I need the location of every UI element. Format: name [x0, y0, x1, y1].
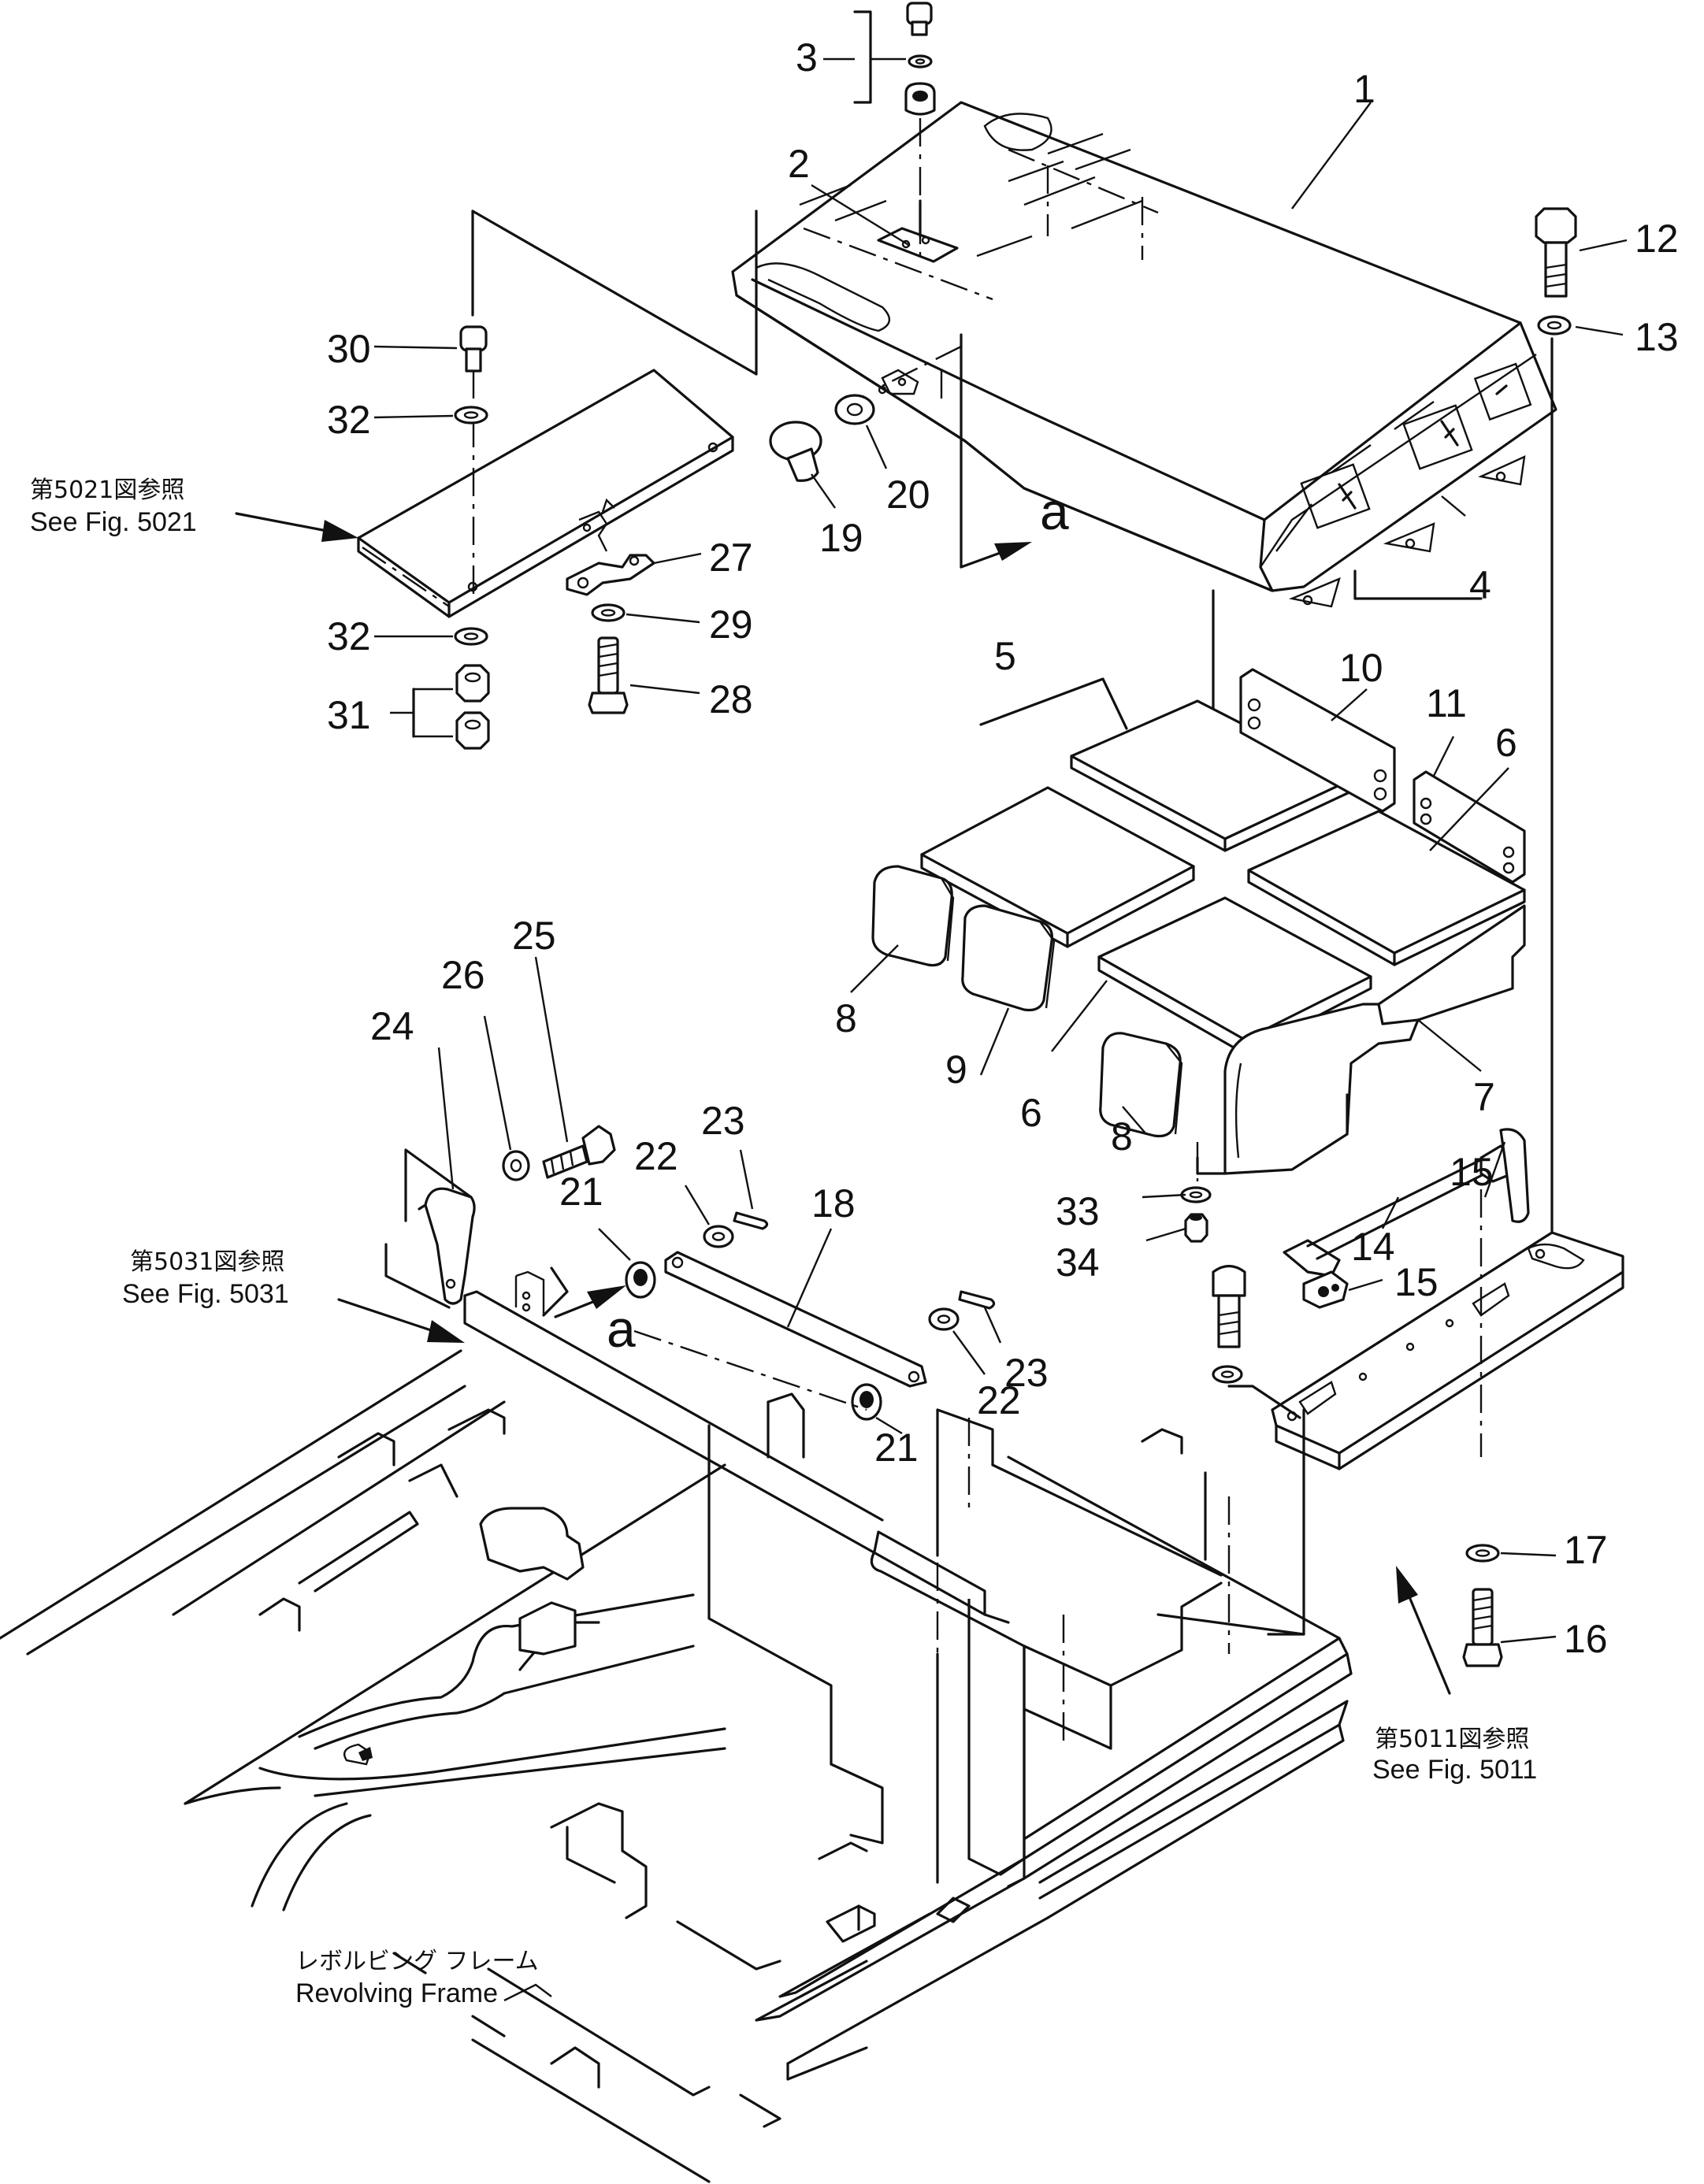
- pin-part-19: [769, 421, 822, 482]
- callout-7: 7: [1473, 1075, 1495, 1119]
- bracket-part-27: [566, 498, 655, 596]
- view-letter-a-bottom: a: [607, 1300, 636, 1358]
- callout-25: 25: [512, 914, 556, 958]
- callout-26: 26: [441, 953, 485, 997]
- ref-5011-en: See Fig. 5011: [1372, 1755, 1537, 1785]
- callout-3: 3: [796, 35, 818, 80]
- nut-part-31: [455, 664, 490, 750]
- pad-part-9: [961, 904, 1056, 1012]
- rod-part-18: [664, 1251, 927, 1388]
- washer-part-33: [1180, 1186, 1212, 1203]
- pin-part-23-top: [733, 1211, 769, 1230]
- callout-21b: 21: [874, 1426, 919, 1470]
- bushing-part-21-top: [625, 1261, 656, 1299]
- ref-5031-jp: 第5031図参照: [130, 1248, 284, 1276]
- washer-part-26: [502, 1150, 530, 1181]
- callout-32b: 32: [327, 614, 371, 658]
- cover-plate-left: [357, 210, 758, 618]
- callout-10: 10: [1339, 646, 1383, 690]
- callout-6b: 6: [1020, 1091, 1042, 1135]
- pad-part-8-left: [871, 865, 955, 967]
- pad-part-8-right: [1099, 1032, 1183, 1138]
- reference-arrows: [235, 512, 1451, 1695]
- callout-30: 30: [327, 327, 371, 371]
- callout-1: 1: [1353, 67, 1375, 111]
- callout-11: 11: [1426, 681, 1467, 725]
- washer-part-22-bottom: [928, 1307, 960, 1331]
- callout-18: 18: [811, 1181, 856, 1225]
- callout-22b: 22: [977, 1378, 1021, 1422]
- callout-29: 29: [709, 603, 753, 647]
- washer-part-22-top: [703, 1225, 734, 1248]
- callout-4: 4: [1469, 563, 1491, 607]
- latch-part-15-bottom: [1302, 1270, 1349, 1309]
- callout-6a: 6: [1495, 721, 1517, 765]
- pad-part-10: [1239, 668, 1396, 813]
- callout-22a: 22: [634, 1134, 678, 1178]
- callout-31: 31: [327, 693, 371, 737]
- ref-5011-jp: 第5011図参照: [1375, 1726, 1529, 1753]
- callout-13: 13: [1635, 315, 1679, 359]
- callout-33: 33: [1056, 1189, 1100, 1233]
- callout-8b: 8: [1111, 1114, 1133, 1159]
- washer-part-13: [1537, 315, 1572, 1246]
- insulation-pads: [920, 699, 1526, 1055]
- callout-8a: 8: [835, 996, 857, 1040]
- callout-14: 14: [1351, 1225, 1395, 1269]
- bolt-part-25: [542, 1125, 616, 1179]
- side-plate-right: [1271, 1231, 1624, 1470]
- latch-part-15-top: [1499, 1128, 1530, 1223]
- frame-label-en: Revolving Frame: [295, 1978, 498, 2008]
- bolt-part-28: [588, 636, 629, 714]
- bolt-near-plate: [1212, 1264, 1301, 1419]
- nut-part-34: [1184, 1213, 1208, 1243]
- washer-part-20: [834, 333, 963, 569]
- callout-32a: 32: [327, 398, 371, 442]
- revolving-frame: [0, 1266, 1353, 2183]
- bolt-part-12: [1535, 207, 1577, 298]
- bushing-part-21-bottom: [851, 1383, 882, 1421]
- leader-lines: [373, 10, 1628, 1644]
- callout-12: 12: [1635, 217, 1679, 261]
- callout-28: 28: [709, 677, 753, 721]
- bracket-part-4: [1353, 569, 1483, 600]
- pad-part-7: [1223, 904, 1526, 1175]
- view-arrow-a-bottom: [554, 1285, 626, 1318]
- top-cover-part-1: [731, 101, 1557, 608]
- bolt-part-16: [1462, 1588, 1503, 1667]
- callout-24: 24: [370, 1004, 414, 1048]
- callout-16: 16: [1564, 1617, 1608, 1661]
- reference-labels: 第5021図参照 See Fig. 5021 第5031図参照 See Fig.…: [30, 476, 1537, 2008]
- ref-5031-en: See Fig. 5031: [122, 1279, 289, 1309]
- washer-part-17: [1465, 1544, 1500, 1563]
- callout-23a: 23: [701, 1099, 745, 1143]
- view-letter-a-top: a: [1040, 482, 1069, 540]
- bolt-washer-part-3: [904, 2, 936, 260]
- callout-5: 5: [994, 634, 1016, 678]
- callout-21a: 21: [559, 1170, 603, 1214]
- frame-label-jp: レボルビング フレーム: [295, 1948, 539, 1975]
- callout-27: 27: [709, 536, 753, 580]
- callout-2: 2: [788, 142, 810, 186]
- pad-part-11: [1413, 770, 1526, 884]
- callout-23b: 23: [1004, 1351, 1049, 1395]
- callout-19: 19: [819, 516, 863, 560]
- plate-part-2: [877, 227, 959, 263]
- pin-part-23-bottom: [958, 1290, 996, 1310]
- washer-part-29: [591, 603, 626, 622]
- washer-part-32: [454, 406, 488, 646]
- bracket-part-24: [418, 1187, 476, 1305]
- callout-17: 17: [1564, 1528, 1608, 1572]
- callout-34: 34: [1056, 1240, 1100, 1285]
- callout-9: 9: [945, 1048, 967, 1092]
- callout-15b: 15: [1394, 1260, 1439, 1304]
- callout-20: 20: [886, 473, 930, 517]
- view-arrow-a-top: [960, 542, 1032, 569]
- ref-5021-en: See Fig. 5021: [30, 507, 197, 537]
- callout-numbers: 1 2 3 4 5 6 6 7 8 8 9 10 11 12 13 14 15 …: [327, 35, 1679, 1661]
- callout-15a: 15: [1450, 1150, 1494, 1194]
- ref-5021-jp: 第5021図参照: [30, 476, 184, 504]
